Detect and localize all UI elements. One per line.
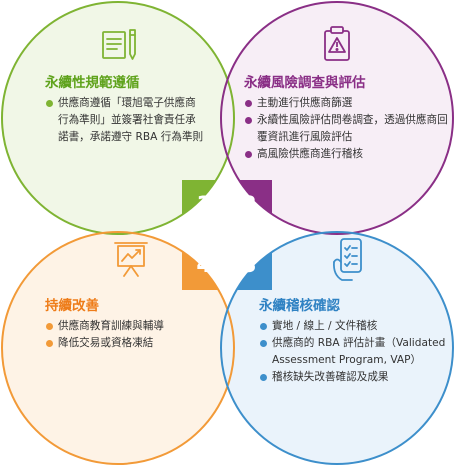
number-3: 3 <box>241 253 256 278</box>
number-2: 2 <box>241 193 256 218</box>
list-item: 供應商教育訓練與輔導 <box>45 318 205 335</box>
panel-3-title: 永續稽核確認 <box>259 298 340 314</box>
circle-outline-2 <box>220 1 454 235</box>
bullet-icon <box>46 100 53 107</box>
clipboard-alert-icon <box>324 26 350 61</box>
list-item: 降低交易或資格凍結 <box>45 335 205 352</box>
bullet-icon <box>245 117 252 124</box>
phone-checklist-icon <box>333 238 362 281</box>
panel-1: 永續性規範遵循 供應商遵循「環旭電子供應商行為準則」並簽署社會責任承諾書，承諾遵… <box>45 74 205 146</box>
circle-outline-3 <box>220 231 454 465</box>
bullet-icon <box>260 374 267 381</box>
panel-4: 持續改善 供應商教育訓練與輔導 降低交易或資格凍結 <box>45 297 205 352</box>
circle-fill-1 <box>2 2 234 234</box>
number-1: 1 <box>196 193 211 218</box>
panel-3-items: 實地 / 線上 / 文件稽核 供應商的 RBA 評估計畫（Validated A… <box>259 318 449 386</box>
circle-outline-1 <box>1 1 235 235</box>
list-item: 實地 / 線上 / 文件稽核 <box>259 318 449 335</box>
panel-2: 永續風險調查與評估 主動進行供應商篩選 永續性風險評估問卷調查，透過供應商回覆資… <box>244 74 456 163</box>
bullet-icon <box>245 100 252 107</box>
panel-4-title: 持續改善 <box>45 298 99 314</box>
panel-4-items: 供應商教育訓練與輔導 降低交易或資格凍結 <box>45 318 205 352</box>
circle-fill-4 <box>2 232 234 464</box>
panel-1-title: 永續性規範遵循 <box>45 75 140 91</box>
bullet-icon <box>245 151 252 158</box>
list-item: 供應商的 RBA 評估計畫（Validated Assessment Progr… <box>259 335 449 369</box>
circle-fill-2 <box>221 2 453 234</box>
list-item: 稽核缺失改善確認及成果 <box>259 369 449 386</box>
bullet-icon <box>46 323 53 330</box>
number-4: 4 <box>196 253 211 278</box>
bullet-icon <box>46 340 53 347</box>
panel-2-title: 永續風險調查與評估 <box>244 75 366 91</box>
bullet-icon <box>260 340 267 347</box>
document-pen-icon <box>102 29 136 60</box>
panel-1-items: 供應商遵循「環旭電子供應商行為準則」並簽署社會責任承諾書，承諾遵守 RBA 行為… <box>45 95 205 146</box>
presentation-chart-icon <box>114 242 148 277</box>
list-item: 供應商遵循「環旭電子供應商行為準則」並簽署社會責任承諾書，承諾遵守 RBA 行為… <box>45 95 205 146</box>
panel-2-items: 主動進行供應商篩選 永續性風險評估問卷調查，透過供應商回覆資訊進行風險評估 高風… <box>244 95 456 163</box>
panel-3: 永續稽核確認 實地 / 線上 / 文件稽核 供應商的 RBA 評估計畫（Vali… <box>259 297 449 386</box>
circle-outline-4 <box>1 231 235 465</box>
list-item: 高風險供應商進行稽核 <box>244 146 456 163</box>
bullet-icon <box>260 323 267 330</box>
list-item: 主動進行供應商篩選 <box>244 95 456 112</box>
list-item: 永續性風險評估問卷調查，透過供應商回覆資訊進行風險評估 <box>244 112 456 146</box>
circle-fill-3 <box>221 232 453 464</box>
